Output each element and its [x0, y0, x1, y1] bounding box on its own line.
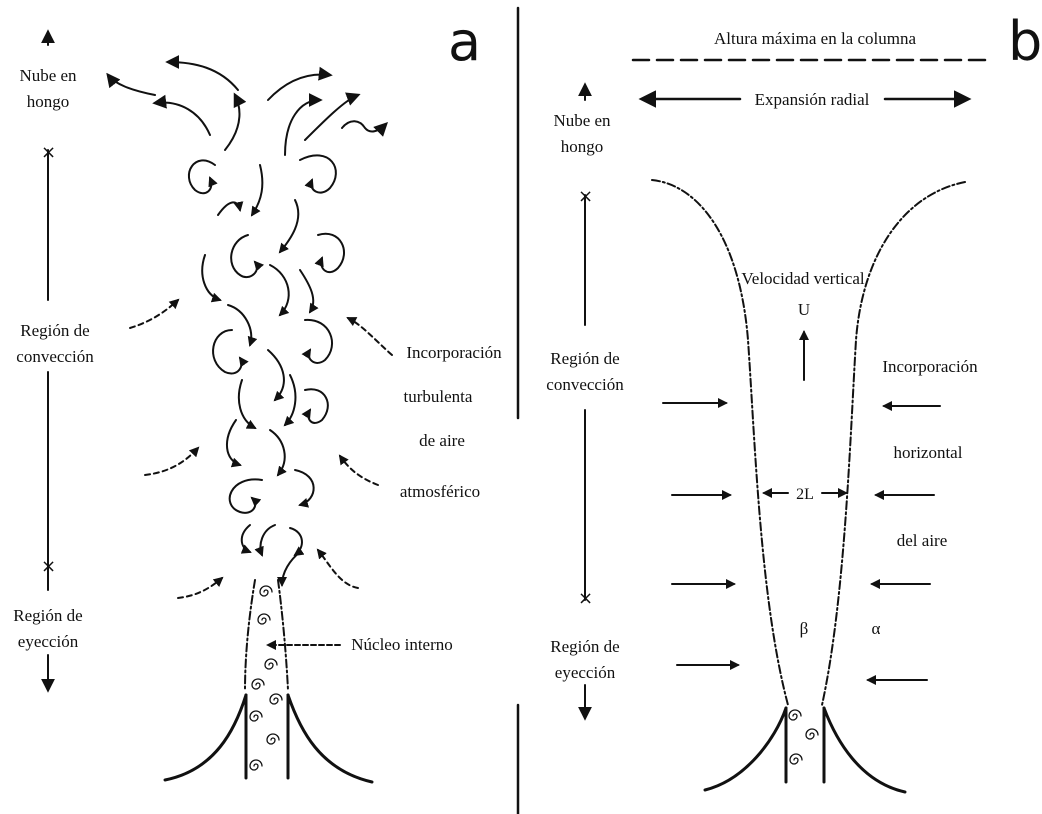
panel-a-mushroom-label-1: Nube en [19, 66, 77, 85]
spiral-icon [270, 694, 282, 704]
panel-b-mushroom-label-2: hongo [561, 137, 604, 156]
panel-b-entrainment-label-2: horizontal [894, 443, 963, 462]
max-height-label: Altura máxima en la columna [714, 29, 916, 48]
panel-a-ejection-label-1: Región de [13, 606, 82, 625]
spiral-icon [258, 614, 270, 624]
panel-a-entrainment-label-1: Incorporación [406, 343, 502, 362]
arrow-icon [145, 448, 198, 475]
panel-a-core [245, 580, 288, 690]
panel-b-convection-label-2: convección [546, 375, 624, 394]
spiral-icon [252, 679, 264, 689]
panel-b-spirals [789, 710, 818, 764]
spiral-icon [250, 711, 262, 721]
velocity-symbol: U [798, 300, 810, 319]
spiral-icon [265, 659, 277, 669]
spiral-icon [260, 586, 272, 596]
curl-arrow-icon [342, 121, 386, 131]
panel-b-entrainment-label-3: del aire [897, 531, 948, 550]
panel-a-volcano [165, 695, 372, 782]
curl-arrow-icon [108, 75, 155, 95]
panel-a-letter: a [448, 10, 481, 73]
svg-text:×: × [41, 142, 56, 163]
radial-expansion-label: Expansión radial [755, 90, 870, 109]
beta-symbol: β [800, 619, 809, 638]
panel-a-convection-label-2: convección [16, 347, 94, 366]
arrow-icon [318, 550, 358, 588]
curl-arrow-icon [225, 95, 239, 150]
panel-a-turbulence [189, 155, 344, 585]
panel-b-mushroom-label-1: Nube en [553, 111, 611, 130]
panel-b-volcano [705, 708, 905, 792]
panel-a-ejection-label-2: eyección [18, 632, 79, 651]
width-label: 2L [796, 486, 814, 503]
panel-b-ejection-label-1: Región de [550, 637, 619, 656]
panel-a-entrainment-label-4: atmosférico [400, 482, 480, 501]
curl-arrow-icon [155, 103, 210, 135]
panel-a-core-label: Núcleo interno [351, 635, 453, 654]
arrow-icon [348, 318, 392, 355]
svg-text:×: × [578, 186, 593, 207]
panel-b-ejection-label-2: eyección [555, 663, 616, 682]
panel-b-height-scale: × × [578, 85, 593, 718]
panel-a-spirals [250, 586, 282, 770]
panel-b: b Altura máxima en la columna Expansión … [546, 10, 1042, 792]
curl-arrow-icon [285, 100, 320, 155]
curl-arrow-icon [168, 62, 238, 90]
curl-arrow-icon [268, 74, 330, 100]
panel-a-entrainment-label-3: de aire [419, 431, 465, 450]
spiral-icon [790, 754, 802, 764]
panel-a-convection-label-1: Región de [20, 321, 89, 340]
spiral-icon [250, 760, 262, 770]
spiral-icon [789, 710, 801, 720]
spiral-icon [806, 729, 818, 739]
arrow-icon [178, 578, 222, 598]
vertical-velocity-label: Velocidad vertical [741, 269, 864, 288]
panel-a-mushroom-arrows [108, 62, 386, 155]
alpha-symbol: α [872, 619, 881, 638]
panel-b-entrainment-label-1: Incorporación [882, 357, 978, 376]
arrow-icon [340, 456, 378, 485]
panel-a-mushroom-label-2: hongo [27, 92, 70, 111]
panel-a-entrainment-label-2: turbulenta [404, 387, 473, 406]
panel-a: a × × Nube en hongo Región de convección… [13, 10, 502, 782]
svg-text:×: × [578, 588, 593, 609]
panel-b-convection-label-1: Región de [550, 349, 619, 368]
arrow-icon [130, 300, 178, 328]
panel-b-letter: b [1008, 10, 1042, 73]
svg-text:×: × [41, 556, 56, 577]
spiral-icon [267, 734, 279, 744]
